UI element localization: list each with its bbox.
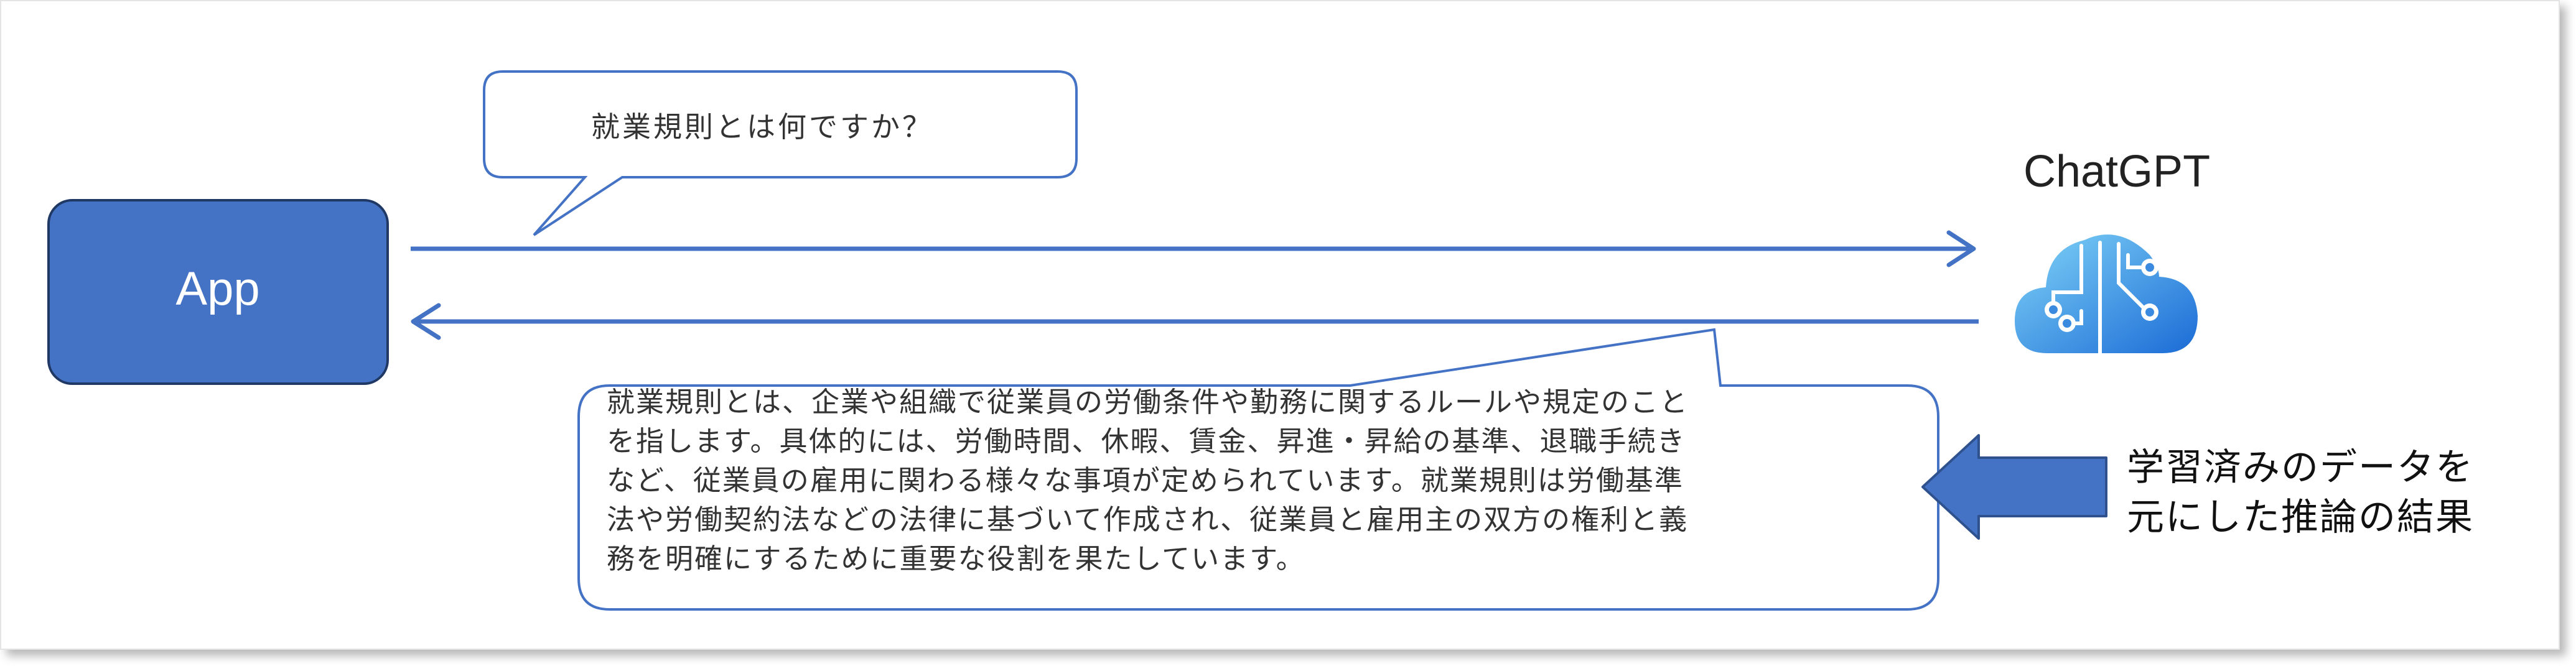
answer-line: 法や労働契約法などの法律に基づいて作成され、従業員と雇用主の双方の権利と義 [607,503,1689,536]
cloud-circuit-icon [2015,234,2198,355]
app-label: App [175,262,259,315]
answer-line: など、従業員の雇用に関わる様々な事項が定められています。就業規則は労働基準 [607,464,1684,497]
question-text: 就業規則とは何ですか？ [591,110,933,144]
request-arrow [411,230,1976,267]
answer-text: 就業規則とは、企業や組織で従業員の労働条件や勤務に関するルールや規定のこと を指… [607,382,1895,578]
answer-callout [577,328,1939,611]
result-note-line: 学習済みのデータを [2127,446,2474,489]
result-note-line: 元にした推論の結果 [2127,496,2474,539]
answer-line: を指します。具体的には、労働時間、休暇、賃金、昇進・昇給の基準、退職手続き [607,425,1686,458]
chatgpt-label: ChatGPT [2023,147,2210,197]
answer-line: 就業規則とは、企業や組織で従業員の労働条件や勤務に関するルールや規定のこと [607,386,1689,419]
app-node: App [47,199,389,385]
answer-line: 務を明確にするために重要な役割を果たしています。 [607,542,1305,575]
response-arrow [411,303,1979,340]
question-callout [483,70,1078,236]
inference-result-note: 学習済みのデータを 元にした推論の結果 [2127,443,2513,542]
inference-arrow [1921,434,2107,540]
